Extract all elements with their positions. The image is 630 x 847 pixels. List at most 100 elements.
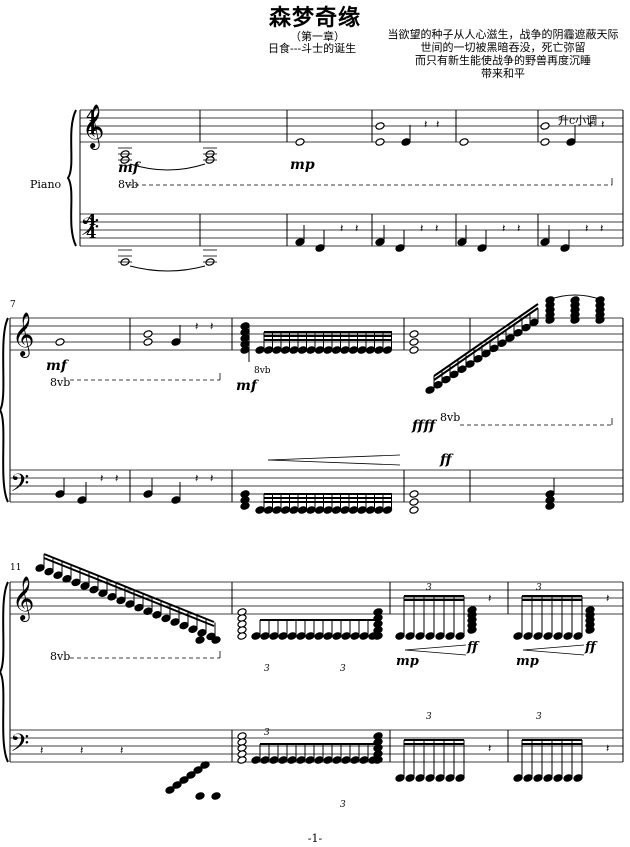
descending-note — [116, 596, 126, 605]
rest-symbol: 𝄽 — [436, 118, 439, 131]
triplet-note — [341, 632, 351, 640]
descending-note — [197, 629, 207, 637]
arpeggio-note — [505, 334, 515, 342]
triplet-note — [350, 756, 360, 764]
beamed-note — [445, 632, 455, 640]
rest-symbol: 𝄽 — [600, 222, 603, 235]
descending-note — [134, 603, 144, 612]
beamed-note — [425, 632, 435, 640]
quarter-note — [540, 238, 550, 246]
rest-symbol: 𝄽 — [115, 472, 118, 485]
rest-symbol: 𝄽 — [589, 118, 592, 131]
dynamic-mp: mp — [516, 654, 539, 669]
chord-note — [545, 502, 555, 510]
triplet-note — [251, 756, 261, 764]
tie — [129, 163, 206, 171]
chord-note — [237, 632, 247, 640]
descending-note — [107, 593, 117, 601]
beamed-note — [425, 774, 435, 782]
quarter-note — [457, 238, 467, 246]
triplet-note — [260, 756, 270, 764]
crescendo-hairpin — [404, 644, 467, 651]
rest-symbol: 𝄽 — [195, 320, 198, 333]
descending-note — [80, 582, 90, 590]
beamed-note — [523, 632, 533, 640]
beamed-note — [533, 632, 543, 640]
sixteenth-note — [263, 346, 274, 354]
triplet-note — [287, 756, 297, 764]
triplet-note — [332, 632, 342, 640]
whole-note — [295, 138, 305, 146]
page-number: -1- — [307, 832, 323, 845]
chord-note — [409, 330, 419, 338]
rest-symbol: 𝄽 — [195, 472, 198, 485]
beamed-note — [435, 632, 445, 640]
rest-symbol: 𝄽 — [435, 222, 438, 235]
triplet-note — [260, 632, 270, 640]
instrument-label: Piano — [30, 178, 62, 191]
eighth-note — [566, 138, 576, 146]
sixteenth-note — [331, 346, 342, 354]
grace-note — [193, 766, 203, 774]
arpeggio-note — [473, 355, 483, 363]
triplet-note — [269, 632, 279, 640]
sixteenth-note — [382, 506, 393, 514]
bass-clef: 𝄢 — [80, 213, 99, 248]
quarter-note — [195, 636, 205, 644]
tuplet-label: 3 — [264, 728, 270, 738]
measure-number: 11 — [10, 563, 22, 573]
rest-symbol: 𝄽 — [606, 742, 609, 755]
chord-note — [545, 316, 555, 324]
beamed-note — [523, 774, 533, 782]
chord-note — [409, 338, 419, 346]
treble-clef: 𝄞 — [82, 104, 104, 150]
descending-note — [170, 618, 180, 626]
beamed-note — [513, 632, 523, 640]
sixteenth-note — [297, 506, 308, 514]
beamed-note — [553, 774, 563, 782]
rest-symbol: 𝄽 — [488, 742, 491, 755]
grace-note — [179, 776, 189, 784]
triplet-note — [350, 632, 360, 640]
beamed-note — [543, 774, 553, 782]
rest-symbol: 𝄽 — [606, 592, 609, 605]
tie — [129, 265, 206, 272]
descending-note — [179, 621, 189, 630]
quarter-note — [375, 238, 385, 246]
bass-clef: 𝄢 — [10, 469, 29, 504]
rest-symbol: 𝄽 — [420, 222, 423, 235]
beamed-note — [395, 774, 405, 782]
chord-note — [585, 626, 595, 634]
sixteenth-note — [331, 506, 342, 514]
sixteenth-note — [255, 506, 265, 514]
movement-subtitle: 日食---斗士的诞生 — [268, 42, 357, 55]
brace — [0, 317, 9, 503]
rest-symbol: 𝄽 — [517, 222, 520, 235]
beamed-note — [455, 774, 465, 782]
sixteenth-note — [297, 346, 308, 354]
eighth-note — [395, 244, 405, 252]
quarter-note — [55, 490, 65, 498]
tuplet-label: 3 — [264, 664, 270, 674]
eighth-note — [77, 496, 87, 504]
triplet-note — [296, 756, 306, 764]
ottava-label: 8vb — [118, 178, 139, 191]
chord-note — [595, 316, 605, 324]
half-note — [540, 122, 550, 130]
grace-note — [165, 786, 175, 794]
triplet-note — [269, 756, 279, 764]
beamed-note — [435, 774, 445, 782]
eighth-note — [315, 244, 325, 252]
chord-note — [240, 502, 250, 510]
beam — [43, 553, 215, 623]
rest-symbol: 𝄽 — [424, 118, 427, 131]
sixteenth-note — [306, 346, 316, 354]
sixteenth-note — [348, 506, 359, 514]
triplet-note — [359, 756, 369, 764]
beamed-note — [415, 632, 425, 640]
chord-note — [237, 756, 247, 764]
half-note — [375, 138, 385, 146]
sixteenth-note — [314, 346, 325, 354]
